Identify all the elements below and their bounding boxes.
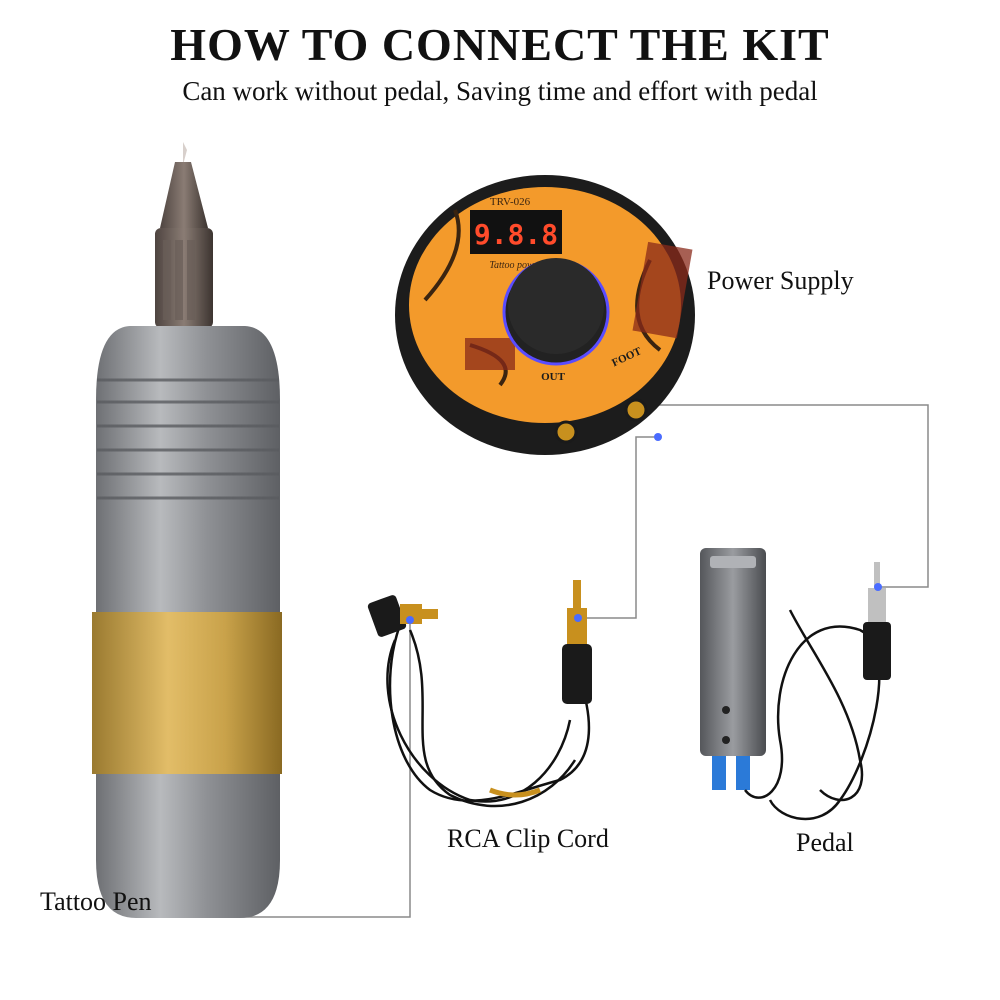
pedal-label: Pedal [796,828,854,857]
power-model-label: TRV-026 [490,196,531,208]
power-display-readout: 9.8.8 [474,218,558,251]
line-power-to-pedal [632,404,929,588]
power-supply-image: 9.8.8 TRV-026 Tattoo power supply OUT FO… [395,175,695,455]
dot-rca-plug [574,614,582,622]
page-subtitle: Can work without pedal, Saving time and … [182,76,818,106]
line-rca-to-power [578,436,658,619]
dot-rca-clip [406,616,414,624]
power-supply-label: Power Supply [707,266,854,295]
rca-cord-image [367,580,592,808]
line-pen-to-rca [183,620,411,918]
page-title: HOW TO CONNECT THE KIT [170,19,830,70]
dot-power-out [654,433,662,441]
dot-pedal-plug [874,583,882,591]
port-out-label: OUT [541,371,566,383]
tattoo-pen-label: Tattoo Pen [40,887,152,916]
connector-lines [183,404,929,918]
pedal-image [700,548,891,820]
rca-clip-cord-label: RCA Clip Cord [447,824,609,853]
connection-dots [406,433,882,624]
tattoo-pen-image [92,142,282,918]
